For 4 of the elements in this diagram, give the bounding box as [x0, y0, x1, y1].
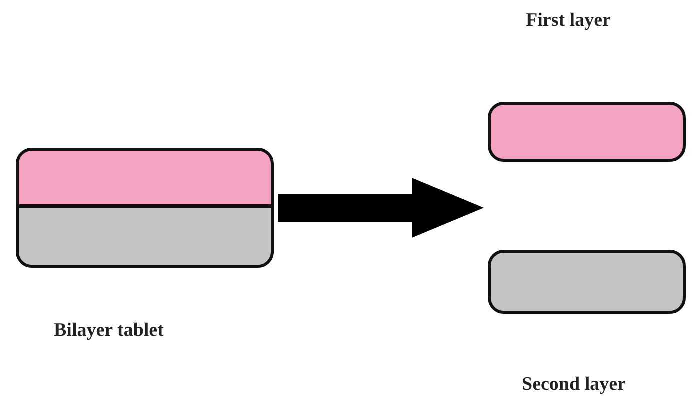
caption-text: First layer	[526, 10, 611, 32]
caption-text: Second layer	[522, 374, 626, 396]
block-arrow	[278, 178, 484, 238]
caption-text: Bilayer tablet	[54, 320, 164, 342]
